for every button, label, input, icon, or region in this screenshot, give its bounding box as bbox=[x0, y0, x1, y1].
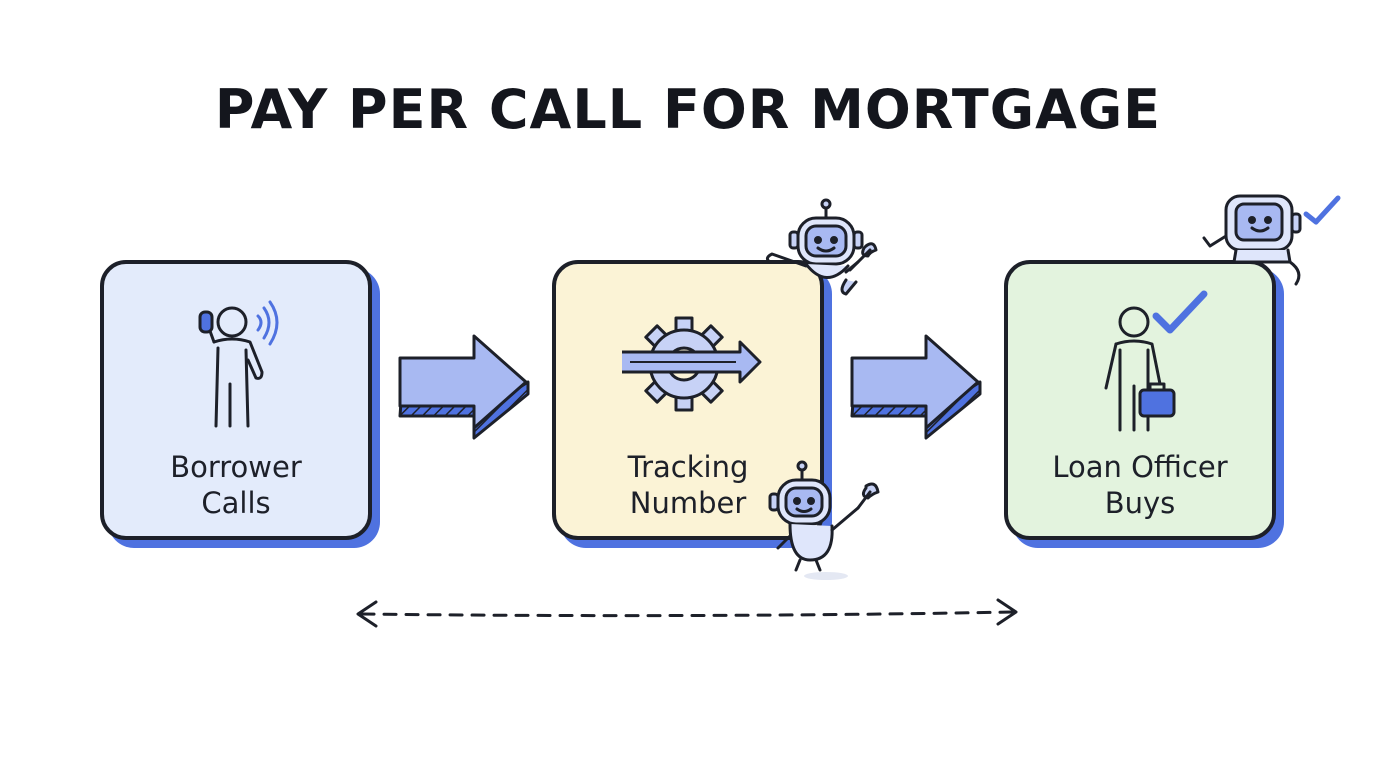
gear-arrow-icon bbox=[622, 316, 762, 412]
robot-mascot-icon bbox=[768, 460, 880, 580]
dashed-double-arrow-icon bbox=[356, 598, 1018, 628]
step-label-line1: Loan Officer bbox=[1052, 450, 1228, 484]
step-card-loan-officer: Loan Officer Buys bbox=[1004, 260, 1276, 540]
flow-arrow-right-icon bbox=[850, 334, 982, 440]
robot-mascot-icon bbox=[1202, 194, 1341, 286]
step-label-line2: Calls bbox=[201, 486, 271, 520]
person-phone-icon bbox=[198, 300, 279, 428]
step-label-line2: Buys bbox=[1104, 486, 1176, 520]
step-label-line1: Borrower bbox=[170, 450, 302, 484]
robot-mascot-icon bbox=[765, 198, 878, 296]
person-briefcase-check-icon bbox=[1104, 290, 1208, 432]
flow-arrow-right-icon bbox=[398, 334, 530, 440]
step-label-line2: Number bbox=[629, 486, 747, 520]
step-card-borrower: Borrower Calls bbox=[100, 260, 372, 540]
diagram-title: PAY PER CALL FOR MORTGAGE bbox=[214, 78, 1162, 141]
step-label-line1: Tracking bbox=[627, 450, 749, 484]
step-card-tracking: Tracking Number bbox=[552, 260, 824, 540]
